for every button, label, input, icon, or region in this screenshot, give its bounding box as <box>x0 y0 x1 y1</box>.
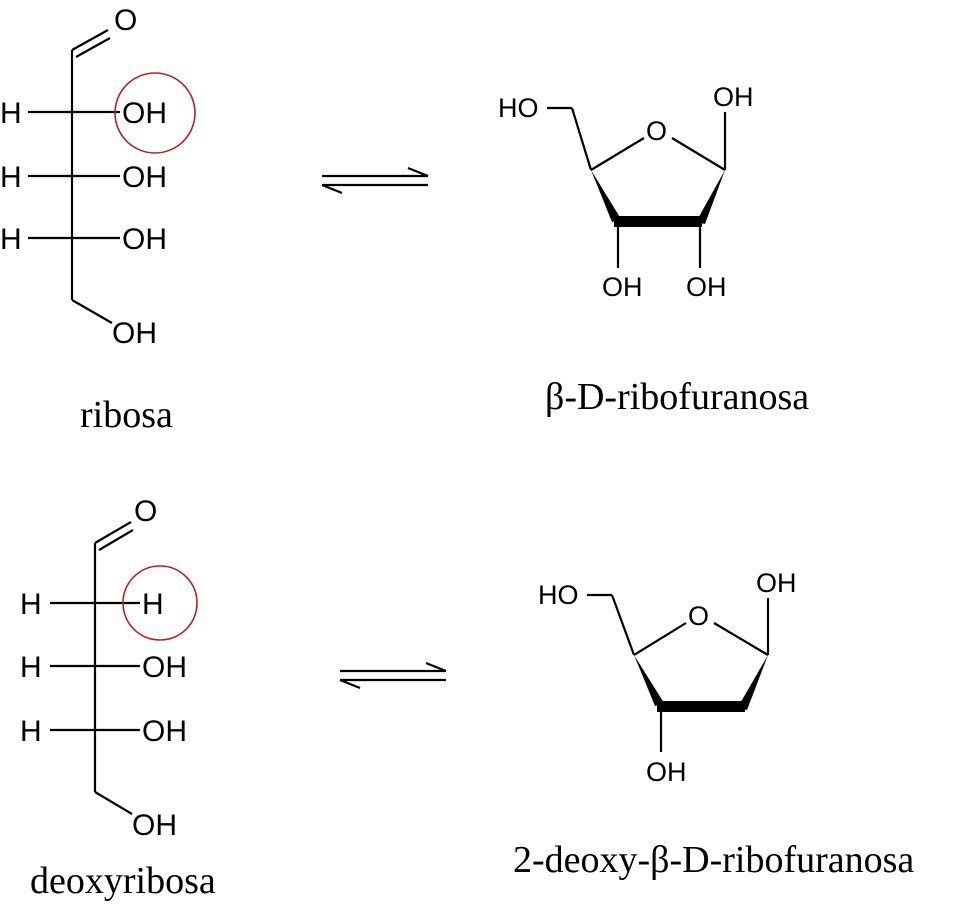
c3-hydroxyl: OH <box>602 272 643 302</box>
c3-hydroxyl: OH <box>646 757 687 787</box>
c1-c2-wedge <box>738 655 768 710</box>
c4-c5-bond <box>570 107 593 171</box>
c4-o-bond <box>590 137 645 171</box>
ring-oxygen: O <box>646 116 667 146</box>
c4-o-bond <box>633 622 687 656</box>
row-3-right: OH <box>142 715 187 748</box>
carbonyl-double-bond <box>98 529 134 551</box>
c2-hydroxyl: OH <box>686 272 727 302</box>
o-c1-bond <box>713 622 769 656</box>
forward-arrow-head <box>425 661 447 673</box>
row-1-left: H <box>20 588 42 621</box>
c3-c2-bold-bond <box>657 701 745 712</box>
aldehyde-oxygen: O <box>134 495 157 528</box>
caption-ribosa: ribosa <box>80 394 173 436</box>
deoxyribofuranose-haworth: HO O OH OH 2-deoxy-β-D-ribofuranosa <box>513 568 914 881</box>
c4-c5-bond <box>610 594 636 656</box>
row-3-left: H <box>0 223 22 256</box>
caption-deoxyribosa: deoxyribosa <box>30 860 216 902</box>
ribofuranose-haworth: HO O OH OH OH β-D-ribofuranosa <box>498 82 809 418</box>
reverse-arrow-head <box>339 678 361 690</box>
ribose-fischer-projection: O H OH H OH H OH OH ribosa <box>0 4 196 436</box>
ch2oh-label: HO <box>498 93 539 123</box>
anomeric-hydroxyl: OH <box>756 568 797 598</box>
highlight-circle <box>122 565 198 641</box>
highlight-circle <box>114 72 196 154</box>
c3-c2-bold-bond <box>614 216 702 227</box>
carbonyl-double-bond <box>75 37 111 58</box>
row-2-right: OH <box>142 651 187 684</box>
reverse-arrow-head <box>321 183 343 195</box>
forward-arrow-head <box>407 166 429 178</box>
equilibrium-arrow-bottom <box>339 661 447 690</box>
row-1-right: H <box>142 588 164 621</box>
ch2oh-label: HO <box>538 580 579 610</box>
c1-c2-wedge <box>696 170 725 224</box>
row-2-right: OH <box>122 161 167 194</box>
terminal-bond <box>94 791 133 815</box>
row-2-left: H <box>0 161 22 194</box>
caption-deoxyribofuranosa: 2-deoxy-β-D-ribofuranosa <box>513 839 914 881</box>
row-3-right: OH <box>122 223 167 256</box>
row-2-left: H <box>20 651 42 684</box>
ring-oxygen: O <box>688 601 709 631</box>
terminal-bond <box>71 299 113 324</box>
c4-c3-wedge <box>634 655 664 706</box>
caption-ribofuranosa: β-D-ribofuranosa <box>545 376 809 418</box>
o-c1-bond <box>671 137 726 171</box>
row-3-left: H <box>20 715 42 748</box>
terminal-hydroxyl: OH <box>132 809 177 842</box>
equilibrium-arrow-top <box>321 166 429 195</box>
anomeric-hydroxyl: OH <box>713 82 754 112</box>
c4-c3-wedge <box>591 170 621 222</box>
terminal-hydroxyl: OH <box>112 317 157 350</box>
deoxyribose-fischer-projection: O H H H OH H OH OH deoxyribosa <box>20 495 216 902</box>
row-1-right: OH <box>122 97 167 130</box>
aldehyde-oxygen: O <box>114 4 137 37</box>
carbonyl-bond <box>94 521 132 544</box>
carbonyl-bond <box>71 29 109 51</box>
row-1-left: H <box>0 97 22 130</box>
